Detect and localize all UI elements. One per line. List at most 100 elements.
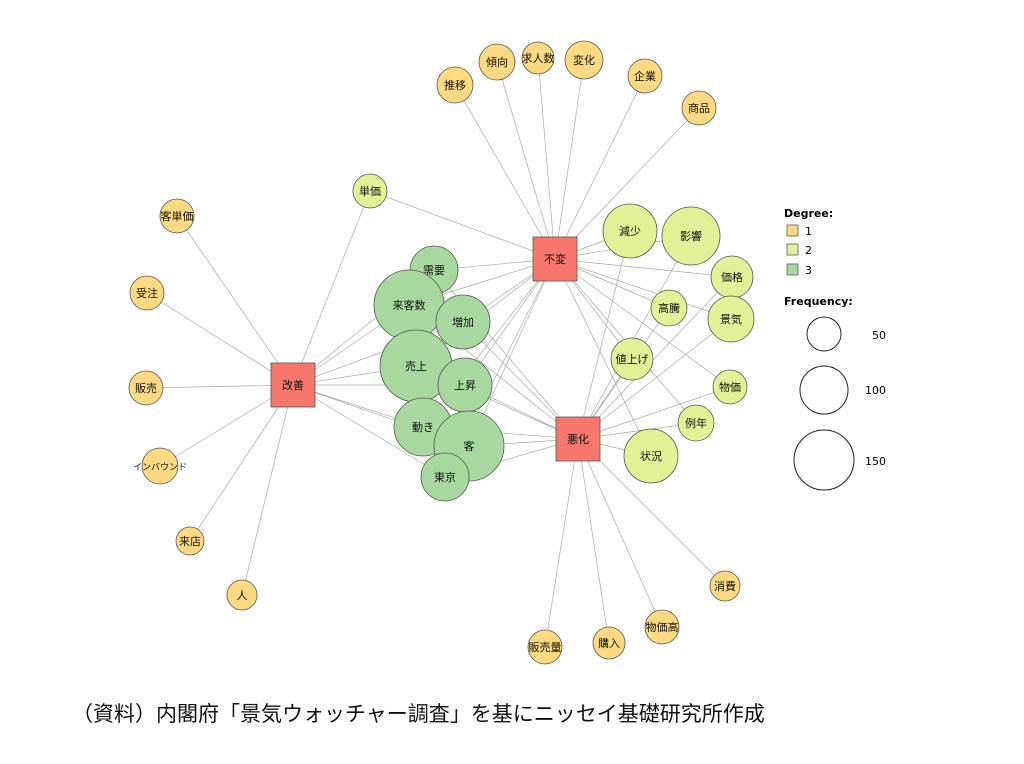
edge [577,235,692,440]
edge [554,258,732,320]
node-circle [226,579,258,611]
edge [554,258,733,278]
node-label: 影響 [680,229,702,243]
edge [577,438,610,644]
node-circle [527,629,563,665]
hub-node: 不変 [532,236,578,282]
node: 販売量 [527,629,563,665]
node-circle [627,58,663,94]
legend-degree-3: 3 [805,264,812,277]
hub-box [532,236,578,282]
node: 上昇 [437,357,493,413]
node-circle [159,198,195,234]
node: 変化 [564,40,604,80]
node: 景気 [707,295,755,343]
edge [577,276,733,440]
node-circle [677,404,715,442]
node-circle [521,41,555,75]
node: 人 [226,579,258,611]
node-label: 消費 [714,579,736,593]
node-circle [128,370,164,406]
hub-box [270,362,316,408]
node-label: 傾向 [486,55,508,69]
node-circle [623,428,679,484]
edge [554,107,700,260]
node-label: インバウンド [133,462,187,473]
node-circle [141,447,179,485]
source-caption: （資料）内閣府「景気ウォッチャー調査」を基にニッセイ基礎研究所作成 [72,702,765,726]
edge [554,59,585,260]
node-label: 物価 [719,380,741,394]
node: 減少 [602,203,658,259]
node: 物価 [712,369,748,405]
node: 消費 [709,570,741,602]
node-circle [420,452,470,502]
legend-swatch-2 [786,243,799,256]
node-label: 販売量 [529,641,562,654]
node: 売上 [379,329,453,403]
edge [544,438,579,648]
legend-frequency-100: 100 [865,384,886,397]
legend-frequency-150: 150 [865,455,886,468]
node-label: 推移 [444,78,466,92]
node-label: 人 [237,589,248,602]
legend-swatch-1 [786,224,799,237]
legend-degree-title: Degree: [784,207,833,220]
hub-label: 改善 [282,378,304,392]
edge [189,384,294,542]
edge [554,258,731,388]
node-label: 需要 [423,264,445,277]
node-label: 商品 [688,101,710,115]
edge [577,386,731,440]
edge [577,438,726,587]
hub-node: 悪化 [555,416,601,462]
node-label: 動き [412,420,434,434]
node-circle [709,570,741,602]
node-label: 上昇 [454,379,476,392]
edge [537,57,556,260]
node-label: 来店 [179,534,201,548]
node-circle [592,626,626,660]
node: 傾向 [478,43,516,81]
node-circle [436,66,474,104]
node: 受注 [129,275,165,311]
node-label: 状況 [640,449,662,463]
node: 求人数 [521,41,555,75]
node-label: 販売 [135,382,157,395]
node-label: 求人数 [522,52,555,65]
hub-label: 不変 [544,252,566,266]
legend: Degree: 1 2 3 Frequency: 50 100 150 [784,207,886,491]
hub-node: 改善 [270,362,316,408]
node-circle [644,609,680,645]
edge [577,438,663,628]
edge [496,61,556,260]
node: 例年 [677,404,715,442]
legend-degree-2: 2 [805,244,812,257]
node-label: 物価高 [646,620,679,634]
node: 来店 [175,526,205,556]
node-label: 変化 [573,53,595,67]
edge [146,292,294,386]
node-label: 例年 [685,416,707,430]
node: 価格 [710,255,754,299]
node-label: 購入 [598,636,620,650]
node-circle [610,337,654,381]
node: 商品 [681,90,717,126]
nodes: 推移傾向求人数変化企業商品客単価受注販売インバウンド来店人消費物価高購入販売量単… [128,40,755,665]
node: 物価高 [644,609,680,645]
node-circle [175,526,205,556]
node-label: 増加 [452,316,474,329]
node-circle [712,369,748,405]
edge [577,318,732,440]
legend-swatch-3 [786,263,799,276]
node-label: 価格 [721,270,743,284]
node-label: 東京 [434,470,456,484]
node-circle [129,275,165,311]
legend-frequency-circle-150 [793,429,855,491]
node-circle [681,90,717,126]
node-label: 売上 [405,360,427,373]
node: 客単価 [159,198,195,234]
edge [292,321,464,386]
node-circle [435,294,491,350]
